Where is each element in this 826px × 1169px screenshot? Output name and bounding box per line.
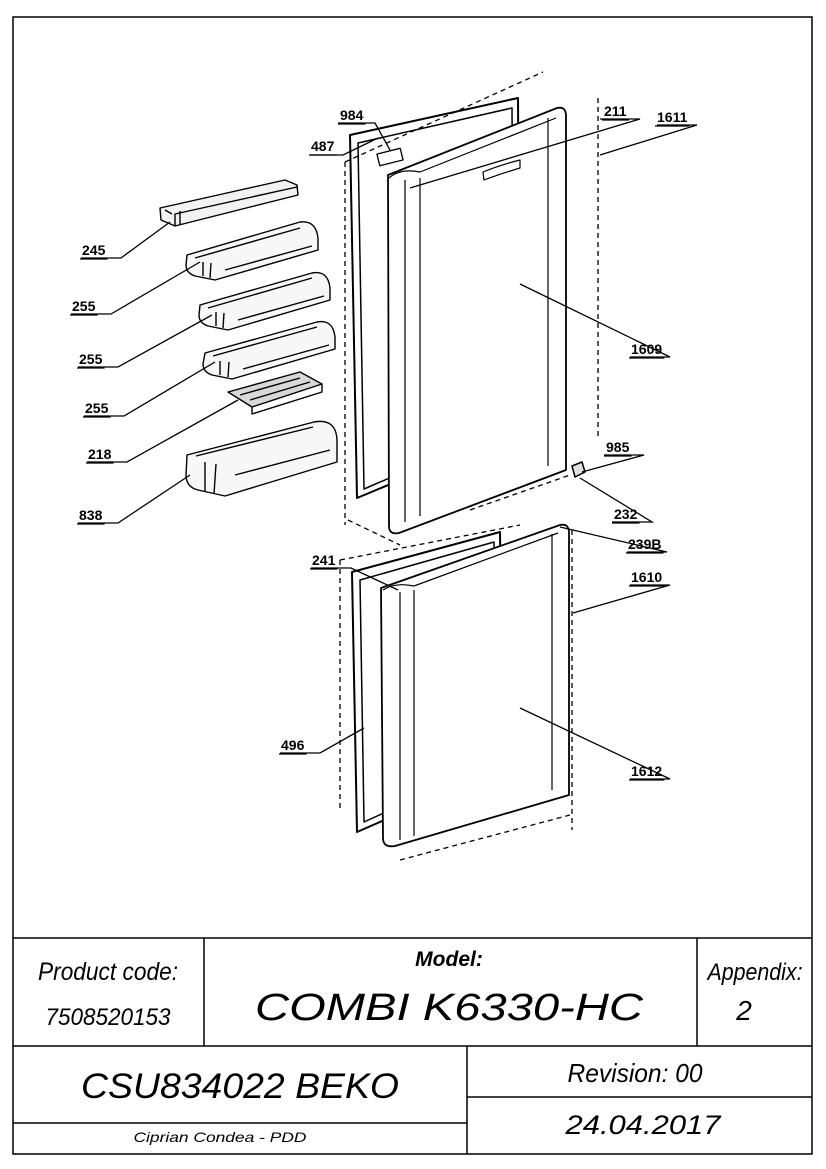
model-value: COMBI K6330-HC	[255, 987, 644, 1029]
part-label-245: 245	[82, 242, 106, 258]
part-label-1612: 1612	[631, 763, 662, 779]
leader-lines	[71, 118, 698, 780]
upper-door-guide-lines	[344, 71, 599, 546]
drawing-border	[12, 16, 813, 1155]
title-block	[13, 937, 812, 1154]
appendix-label: Appendix:	[706, 959, 803, 986]
part-label-241: 241	[312, 552, 336, 568]
part-label-487: 487	[311, 138, 335, 154]
part-number-labels: 984 487 211 1611 245 255 255 255 1609 21…	[70, 103, 690, 781]
door-shelves-group	[159, 179, 338, 497]
model-label: Model:	[415, 948, 483, 971]
part-label-985: 985	[606, 439, 630, 455]
author: Ciprian Condea - PDD	[134, 1129, 307, 1145]
upper-door-panel	[387, 106, 567, 535]
date: 24.04.2017	[564, 1110, 721, 1140]
part-label-984: 984	[340, 107, 364, 123]
part-label-1610: 1610	[631, 569, 662, 585]
upper-door-group	[344, 71, 599, 546]
document-code: CSU834022 BEKO	[81, 1067, 399, 1106]
door-shelf-255-bottom	[202, 320, 336, 380]
egg-tray-218	[227, 371, 323, 408]
bottle-shelf-838	[185, 420, 338, 497]
door-shelf-255-middle	[198, 271, 331, 331]
part-label-211: 211	[604, 103, 627, 119]
part-label-218: 218	[88, 446, 112, 462]
lower-door-guide-lines	[339, 524, 573, 861]
product-code-label: Product code:	[38, 958, 178, 986]
appendix-value: 2	[735, 995, 752, 1026]
part-label-496: 496	[281, 737, 305, 753]
part-label-1611: 1611	[657, 109, 688, 125]
door-shelf-255-top	[185, 221, 319, 281]
part-label-232: 232	[614, 506, 638, 522]
title-block-text: Product code: 7508520153 Model: COMBI K6…	[38, 948, 803, 1145]
part-label-239b: 239B	[628, 536, 661, 552]
part-label-838: 838	[79, 507, 103, 523]
part-label-255-middle: 255	[79, 351, 103, 367]
dairy-lid-245	[159, 179, 299, 227]
lower-door-group	[339, 523, 573, 861]
part-label-255-bottom: 255	[85, 400, 109, 416]
upper-door-handle-recess	[482, 159, 521, 181]
label-plate-984	[376, 147, 404, 167]
lower-door-panel	[380, 523, 570, 848]
revision: Revision: 00	[568, 1058, 704, 1088]
product-code-value: 7508520153	[46, 1004, 172, 1031]
hinge-part-232	[571, 461, 586, 478]
part-label-1609: 1609	[631, 341, 662, 357]
part-label-255-top: 255	[72, 298, 96, 314]
